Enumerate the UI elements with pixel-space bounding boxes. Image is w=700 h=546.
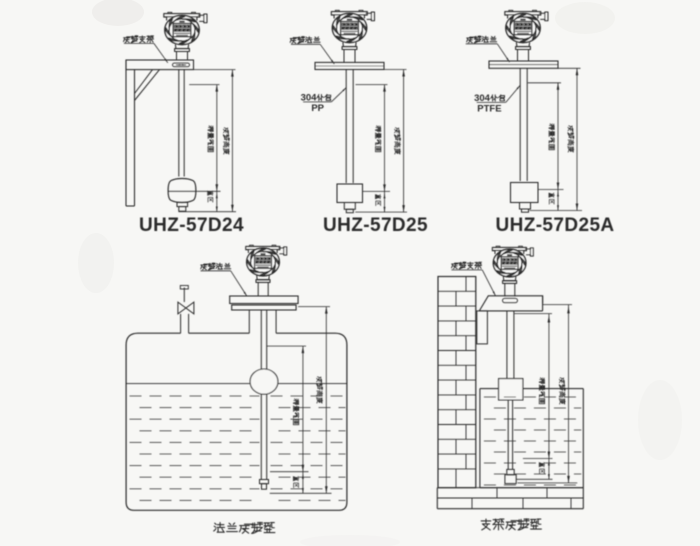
svg-text:304: 304 (474, 93, 491, 104)
svg-text:UHZ-57D24: UHZ-57D24 (139, 215, 244, 236)
svg-text:PP: PP (311, 103, 324, 114)
svg-text:PTFE: PTFE (477, 104, 501, 115)
svg-text:UHZ-57D25A: UHZ-57D25A (495, 215, 614, 236)
svg-text:UHZ-57D25: UHZ-57D25 (323, 215, 428, 236)
svg-text:304: 304 (301, 93, 318, 104)
